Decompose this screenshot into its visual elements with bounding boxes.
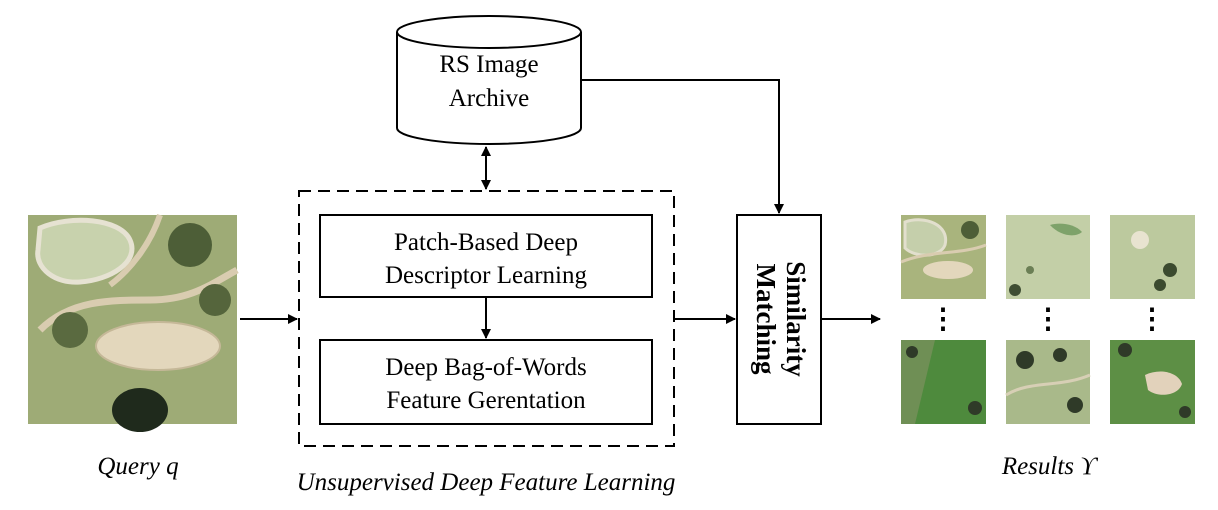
descriptor-learning-line2: Descriptor Learning <box>385 262 588 289</box>
results-caption: Results ϒ <box>1001 453 1098 480</box>
result-image-1 <box>900 215 987 299</box>
archive-label-line1: RS Image <box>439 51 538 78</box>
bow-feature-line1: Deep Bag-of-Words <box>385 354 586 381</box>
query-caption: Query q <box>97 453 178 480</box>
bow-feature-line2: Feature Gerentation <box>386 387 586 414</box>
similarity-matching-label: Similarity Matching <box>751 261 811 377</box>
descriptor-learning-line1: Patch-Based Deep <box>394 229 578 256</box>
rs-image-archive-cylinder <box>396 15 582 145</box>
query-image <box>28 214 239 432</box>
similarity-matching-box <box>736 214 822 425</box>
result-ellipsis-2: ⋮ <box>1034 304 1062 335</box>
similarity-matching-line1: Similarity <box>781 261 811 377</box>
result-image-6 <box>1110 340 1195 424</box>
query-caption-text: Query <box>97 453 160 480</box>
archive-label-line2: Archive <box>449 85 530 112</box>
result-image-4 <box>901 340 986 424</box>
result-ellipsis-1: ⋮ <box>929 304 957 335</box>
result-image-5 <box>1005 340 1091 424</box>
learning-module-caption: Unsupervised Deep Feature Learning <box>297 469 676 496</box>
result-image-2 <box>1006 215 1090 299</box>
query-symbol: q <box>166 453 179 480</box>
results-caption-text: Results <box>1001 453 1074 480</box>
bow-feature-box <box>319 339 653 425</box>
result-image-3 <box>1110 215 1195 299</box>
result-ellipsis-3: ⋮ <box>1138 304 1166 335</box>
arrow-archive-to-matching <box>581 79 784 214</box>
similarity-matching-line2: Matching <box>751 264 781 375</box>
results-symbol: ϒ <box>1080 453 1098 480</box>
